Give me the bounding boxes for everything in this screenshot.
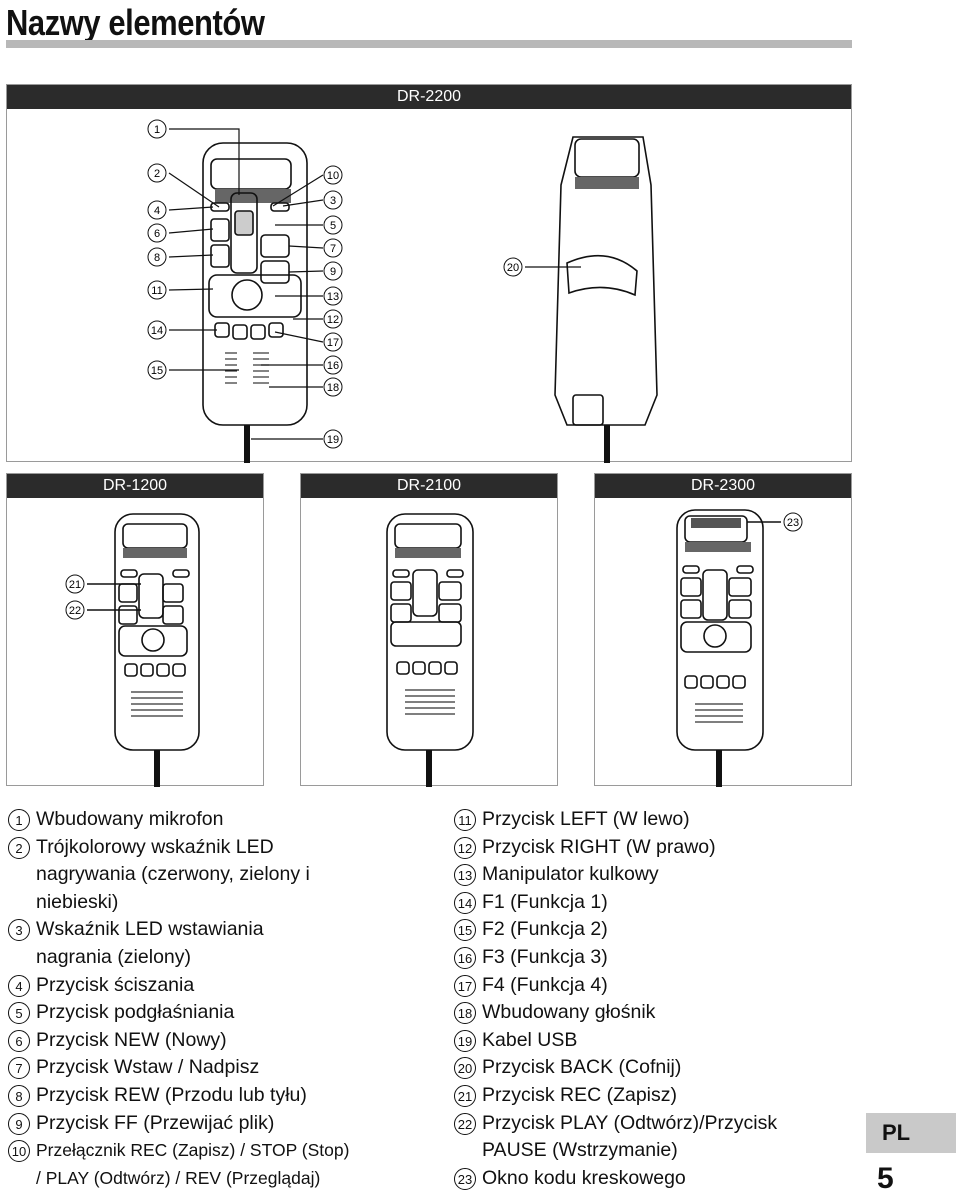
dr-2100-illustration: [386, 513, 474, 787]
dr-1200-illustration: 21 22: [65, 513, 200, 787]
callout-6: 6: [147, 223, 167, 243]
panel-dr-2100: DR-2100: [300, 473, 558, 787]
panel-dr-2300: DR-2300 23: [594, 473, 852, 787]
svg-text:17: 17: [327, 337, 339, 349]
callout-8: 8: [147, 247, 167, 267]
callout-23: 23: [783, 512, 803, 532]
page-number: 5: [877, 1162, 894, 1195]
trackball: [231, 279, 263, 311]
svg-text:19: 19: [327, 434, 339, 446]
callout-7: 7: [323, 238, 343, 258]
panel-dr-2200: DR-2200: [6, 84, 852, 463]
back-button: [566, 254, 638, 297]
dr-2300-illustration: 23: [676, 509, 803, 787]
callout-11: 11: [147, 280, 167, 300]
svg-text:13: 13: [327, 291, 339, 303]
callout-2: 2: [147, 163, 167, 183]
callout-22: 22: [65, 600, 85, 620]
svg-text:8: 8: [154, 252, 160, 264]
dr-2200-illustration: 1 2 4 6 8 11 14 15 10 3 5 7 9 13 12 17 1…: [147, 119, 658, 463]
svg-text:14: 14: [151, 325, 163, 337]
callout-13: 13: [323, 286, 343, 306]
svg-text:4: 4: [154, 205, 160, 217]
callout-18: 18: [323, 377, 343, 397]
callout-20: 20: [503, 257, 523, 277]
callout-4: 4: [147, 200, 167, 220]
svg-text:3: 3: [330, 195, 336, 207]
svg-text:21: 21: [69, 579, 81, 591]
callout-3: 3: [323, 190, 343, 210]
callout-21: 21: [65, 574, 85, 594]
svg-text:5: 5: [330, 220, 336, 232]
callout-14: 14: [147, 320, 167, 340]
callout-15: 15: [147, 360, 167, 380]
callout-16: 16: [323, 355, 343, 375]
svg-text:9: 9: [330, 266, 336, 278]
page-title: Nazwy elementów: [6, 2, 265, 43]
callout-5: 5: [323, 215, 343, 235]
svg-text:23: 23: [787, 517, 799, 529]
language-tab: PL: [866, 1113, 956, 1153]
svg-text:11: 11: [151, 285, 162, 297]
svg-text:7: 7: [330, 243, 336, 255]
panel-label-dr-2300: DR-2300: [595, 474, 851, 498]
callout-1: 1: [147, 119, 167, 139]
callout-9: 9: [323, 261, 343, 281]
callout-12: 12: [323, 309, 343, 329]
svg-text:10: 10: [327, 170, 339, 182]
svg-text:2: 2: [154, 168, 160, 180]
panel-label-dr-2100: DR-2100: [301, 474, 557, 498]
svg-text:12: 12: [327, 314, 339, 326]
panel-label-dr-2200: DR-2200: [7, 85, 851, 109]
dr-2200-back-body: [554, 136, 658, 426]
callout-10: 10: [323, 165, 343, 185]
svg-text:15: 15: [151, 365, 163, 377]
svg-text:6: 6: [154, 228, 160, 240]
title-rule: [6, 40, 852, 48]
svg-text:16: 16: [327, 360, 339, 372]
callout-17: 17: [323, 332, 343, 352]
panel-dr-1200: DR-1200 21 22: [6, 473, 264, 787]
svg-text:20: 20: [507, 262, 519, 274]
panel-label-dr-1200: DR-1200: [7, 474, 263, 498]
dr-2200-front-body: [202, 142, 308, 426]
svg-text:1: 1: [154, 124, 160, 136]
svg-text:18: 18: [327, 382, 339, 394]
svg-text:22: 22: [69, 605, 81, 617]
callout-19: 19: [323, 429, 343, 449]
